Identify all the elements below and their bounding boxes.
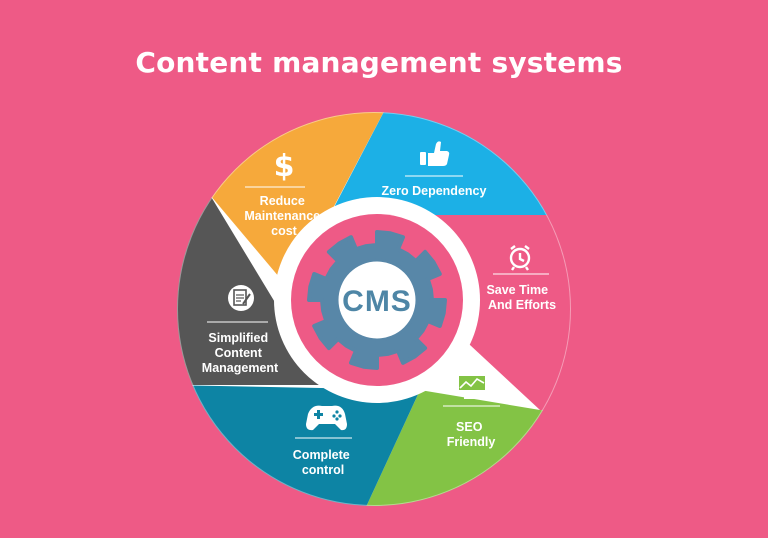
label-zero-dependency: Zero Dependency	[382, 184, 487, 198]
label-reduce-maintenance: Reduce Maintenance cost	[244, 194, 323, 238]
thumbs-up-icon	[420, 141, 450, 166]
label-simplified-content: Simplified Content Management	[202, 331, 279, 375]
monitor-chart-icon	[456, 373, 488, 399]
hub-inner-circle	[337, 260, 417, 340]
gamepad-icon	[306, 405, 347, 431]
dollar-icon: $	[274, 149, 295, 184]
label-save-time: Save Time And Efforts	[486, 283, 556, 312]
label-seo-friendly: SEO Friendly	[447, 420, 496, 449]
document-edit-icon	[228, 285, 254, 311]
svg-text:$: $	[274, 149, 295, 184]
cms-label: CMS	[342, 285, 412, 318]
label-complete-control: Complete control	[293, 448, 353, 477]
alarm-clock-icon	[509, 245, 531, 271]
page-title: Content management systems	[135, 46, 623, 79]
